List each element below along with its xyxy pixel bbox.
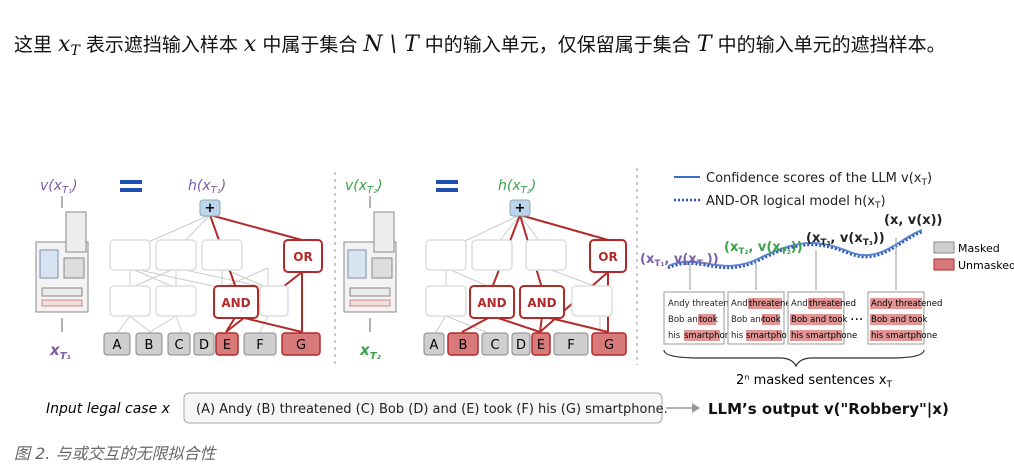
svg-text:A: A: [430, 338, 439, 353]
math-xT: xT: [58, 32, 80, 59]
para-text-2: 表示遮挡输入样本: [79, 34, 244, 56]
svg-text:took: took: [762, 315, 781, 325]
legend-andor-line: AND-OR logical model h(xT): [706, 194, 886, 211]
masked-legend: Masked: [958, 242, 1000, 255]
svg-text:F: F: [256, 338, 263, 353]
cards-brace: [663, 349, 925, 368]
middle-h-label: h(xT₂): [498, 178, 536, 196]
math-N-minus-T: N \ T: [363, 32, 419, 57]
para-text-1: 这里: [14, 34, 59, 56]
middle-and-node-2: [519, 285, 565, 319]
svg-text:his smartphone: his smartphone: [791, 331, 857, 341]
left-panel: v(xT₁) xT₁ h(xT₁): [35, 178, 323, 362]
svg-text:C: C: [490, 338, 499, 353]
svg-text:C: C: [174, 338, 183, 353]
middle-x-label: xT₂: [359, 341, 382, 362]
svg-text:smartphone: smartphone: [746, 331, 797, 341]
svg-text:smartphone: smartphone: [684, 331, 735, 341]
body-paragraph: 这里 xT 表示遮挡输入样本 x 中属于集合 N \ T 中的输入单元，仅保留属…: [14, 26, 1004, 70]
svg-text:D: D: [199, 338, 209, 353]
svg-text:D: D: [516, 338, 526, 353]
svg-text:Andy: Andy: [791, 299, 813, 309]
middle-panel: v(xT₂) xT₂ h(xT₂): [343, 178, 627, 362]
svg-text:his smartphone: his smartphone: [871, 331, 937, 341]
left-or-node: [283, 239, 323, 273]
input-case-label: Input legal case x: [46, 401, 171, 417]
svg-text:threatened: threatened: [749, 299, 796, 309]
svg-text:took: took: [699, 315, 718, 325]
svg-text:Bob and took: Bob and took: [791, 315, 848, 325]
point-label-T1: (xT₁, v(xT₁)): [640, 252, 719, 269]
svg-text:G: G: [296, 338, 306, 353]
svg-text:F: F: [567, 338, 574, 353]
sentence-card-4: Andy threatened Bob and took his smartph…: [867, 291, 942, 345]
middle-plus-node: [509, 199, 531, 217]
cards-ellipsis: ···: [850, 312, 863, 328]
svg-text:B: B: [145, 338, 154, 353]
para-text-5: 中的输入单元的遮挡样本。: [711, 34, 946, 56]
svg-text:B: B: [459, 338, 468, 353]
svg-text:threatened: threatened: [809, 299, 856, 309]
svg-text:E: E: [537, 338, 545, 353]
svg-text:AND: AND: [527, 296, 556, 310]
figure: v(xT₁) xT₁ h(xT₁): [35, 168, 1014, 424]
middle-or-node: [589, 239, 627, 273]
figure-caption: 图 2. 与或交互的无限拟合性: [14, 444, 216, 463]
llm-stack-icon-middle: [343, 211, 397, 313]
svg-text:E: E: [223, 338, 231, 353]
llm-stack-icon-left: [35, 211, 89, 313]
math-T: T: [696, 32, 712, 57]
svg-text:OR: OR: [598, 250, 617, 264]
svg-text:AND: AND: [477, 296, 506, 310]
llm-score-curve: [667, 229, 923, 267]
input-case-box: [183, 392, 663, 424]
left-x-label: xT₁: [49, 341, 71, 362]
legend-llm-line: Confidence scores of the LLM v(xT): [706, 171, 932, 188]
middle-and-node-1: [469, 285, 515, 319]
middle-v-label: v(xT₂): [345, 178, 383, 196]
para-text-3: 中属于集合: [256, 34, 364, 56]
svg-text:+: +: [515, 201, 526, 216]
llm-output-label: LLM’s output v("Robbery"|x): [708, 400, 949, 419]
left-v-label: v(xT₁): [40, 178, 78, 196]
svg-text:OR: OR: [293, 250, 312, 264]
svg-text:+: +: [205, 201, 216, 216]
svg-text:Andy threatened: Andy threatened: [871, 299, 942, 309]
para-text-4: 中的输入单元，仅保留属于集合: [418, 34, 697, 56]
point-label-T3: (xT₃, v(xT₃)): [806, 231, 885, 248]
left-token-row: A B C D E F G: [103, 332, 321, 356]
left-h-label: h(xT₁): [188, 178, 226, 196]
unmasked-legend: Unmasked: [958, 259, 1014, 272]
middle-token-row: A B C D E F G: [423, 332, 627, 356]
point-label-full: (x, v(x)): [884, 213, 942, 228]
point-label-T2: (xT₂, v(xT₂)): [724, 240, 803, 257]
svg-text:Bob and took: Bob and took: [871, 315, 928, 325]
masked-sentences-label: 2ⁿ masked sentences xT: [736, 373, 893, 390]
right-panel: Confidence scores of the LLM v(xT) AND-O…: [640, 171, 1014, 390]
svg-text:G: G: [604, 338, 614, 353]
andor-model-curve: [667, 230, 923, 270]
math-x: x: [243, 32, 257, 57]
left-and-node: [213, 285, 259, 319]
sentence-card-3: Andy threatened Bob and took his smartph…: [787, 291, 857, 345]
left-plus-node: [199, 199, 221, 217]
input-case-text: (A) Andy (B) threatened (C) Bob (D) and …: [196, 402, 668, 417]
svg-text:A: A: [113, 338, 122, 353]
svg-text:AND: AND: [221, 296, 250, 310]
